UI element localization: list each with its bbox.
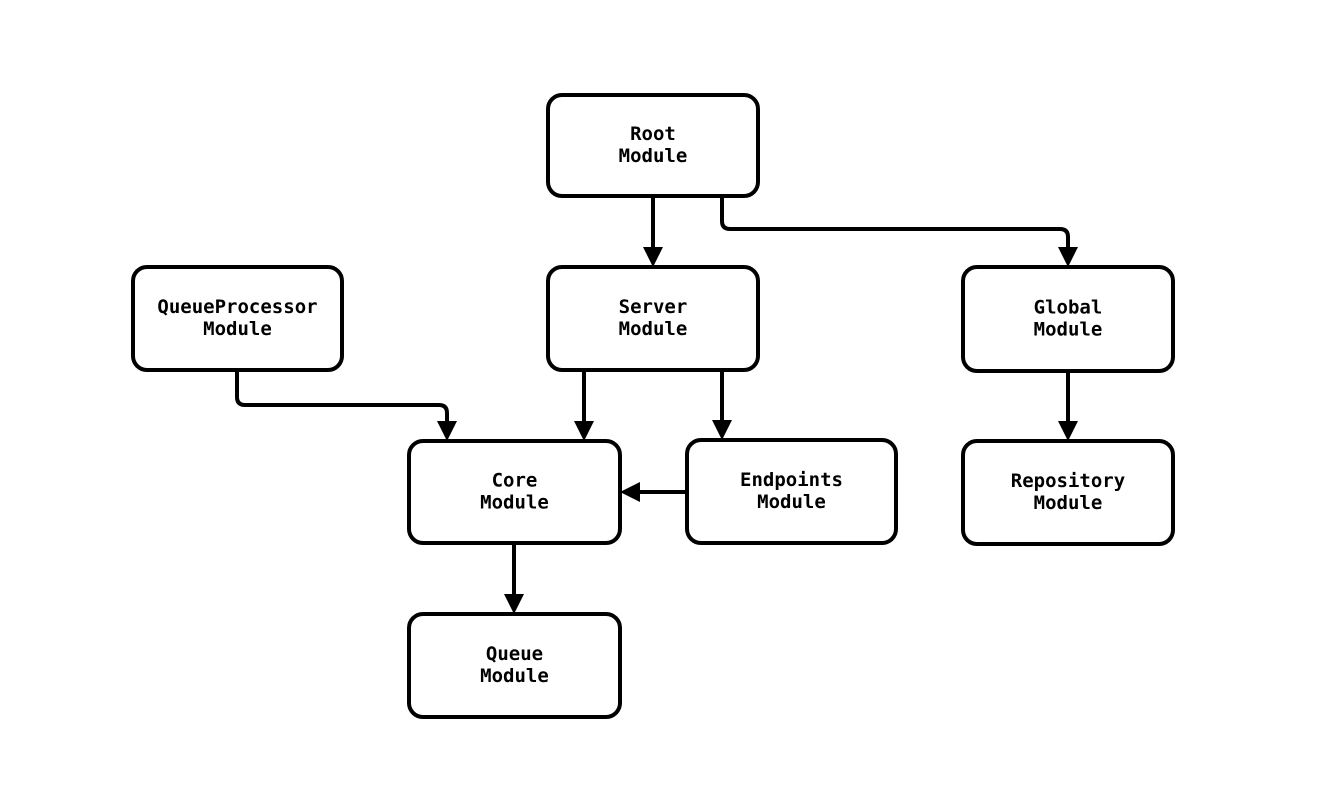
node-core[interactable]: Core Module — [407, 439, 622, 545]
node-queueprocessor[interactable]: QueueProcessor Module — [131, 265, 344, 372]
arrow-head-icon — [620, 482, 640, 502]
node-box[interactable] — [407, 439, 622, 545]
node-endpoints[interactable]: Endpoints Module — [685, 438, 898, 545]
node-label-line1: Root — [630, 123, 676, 145]
edge-server-to-endpoints — [712, 370, 732, 440]
edge-core-to-queue — [504, 543, 524, 614]
node-label-line1: Repository — [1011, 470, 1125, 492]
node-global[interactable]: Global Module — [961, 265, 1175, 373]
node-label-line1: Server — [619, 296, 688, 318]
node-box[interactable] — [546, 265, 760, 372]
arrow-head-icon — [1058, 247, 1078, 267]
node-label-line1: QueueProcessor — [157, 296, 317, 318]
node-label-line2: Module — [203, 318, 272, 340]
node-root[interactable]: Root Module — [546, 93, 760, 198]
edge-line — [720, 196, 1070, 255]
node-box[interactable] — [961, 439, 1175, 546]
node-box[interactable] — [407, 612, 622, 719]
arrow-head-icon — [437, 421, 457, 441]
arrow-head-icon — [712, 420, 732, 440]
node-label-line2: Module — [480, 665, 549, 687]
node-label-line1: Global — [1034, 297, 1103, 319]
edge-server-to-core — [574, 370, 594, 441]
node-box[interactable] — [131, 265, 344, 372]
arrow-head-icon — [1058, 421, 1078, 441]
arrow-head-icon — [574, 421, 594, 441]
node-layer: Root Module QueueProcessor Module Server… — [131, 93, 1175, 719]
node-label-line2: Module — [480, 492, 549, 514]
node-label-line1: Endpoints — [740, 469, 843, 491]
arrow-head-icon — [504, 594, 524, 614]
node-label-line2: Module — [1034, 492, 1103, 514]
edge-root-to-server — [643, 196, 663, 267]
node-box[interactable] — [546, 93, 760, 198]
edge-line — [235, 370, 449, 429]
node-box[interactable] — [685, 438, 898, 545]
edge-layer — [235, 196, 1078, 614]
node-label-line2: Module — [619, 318, 688, 340]
arrow-head-icon — [643, 247, 663, 267]
edge-endpoints-to-core — [620, 482, 687, 502]
node-repository[interactable]: Repository Module — [961, 439, 1175, 546]
node-label-line1: Core — [492, 470, 538, 492]
edge-global-to-repository — [1058, 371, 1078, 441]
node-server[interactable]: Server Module — [546, 265, 760, 372]
node-label-line1: Queue — [486, 643, 543, 665]
edge-queueprocessor-to-core — [235, 370, 457, 441]
node-box[interactable] — [961, 265, 1175, 373]
node-label-line2: Module — [619, 145, 688, 167]
node-label-line2: Module — [757, 491, 826, 513]
node-label-line2: Module — [1034, 319, 1103, 341]
node-queue[interactable]: Queue Module — [407, 612, 622, 719]
edge-root-to-global — [720, 196, 1078, 267]
